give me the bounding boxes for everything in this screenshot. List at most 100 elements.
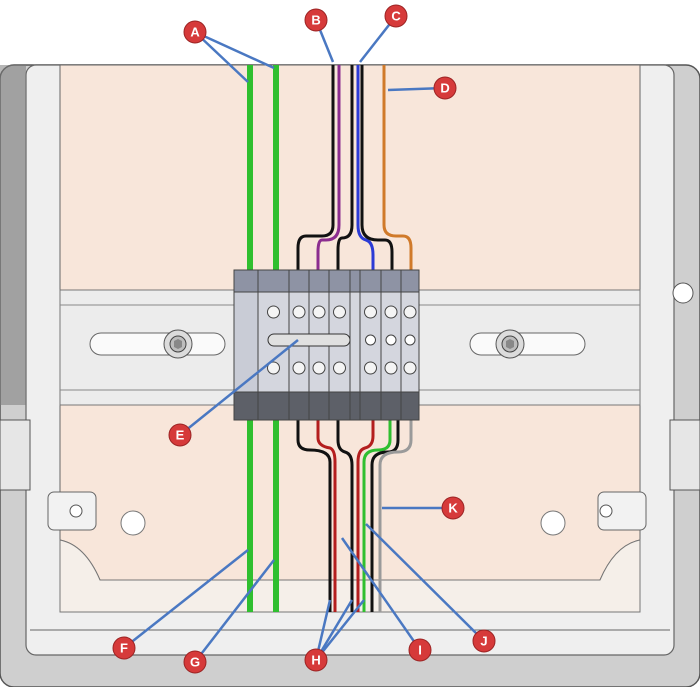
terminal-bridge-hole [365,334,376,346]
right-side-notch [672,282,694,304]
callout-icon [433,76,457,100]
callout-c: C [384,4,408,28]
callout-label: F [120,641,128,656]
din-rail-slot-left [89,332,226,356]
screw-icon [495,329,525,359]
callout-icon [112,636,136,660]
terminal-screw-icon [384,361,398,375]
wire-black [336,420,354,612]
callout-d: D [433,76,457,100]
leader-line-h2 [314,599,354,661]
left-hinge [0,419,31,491]
terminal-screw-icon [312,361,326,375]
leader-line-i [340,537,422,651]
leader-line-a2 [194,30,275,70]
terminal-module-bottom [328,391,351,421]
callout-icon [183,650,207,674]
callout-label: J [480,634,487,649]
callout-b: B [304,8,328,32]
callout-icon [441,496,465,520]
wire-black [296,420,332,612]
mount-hole [540,510,566,536]
terminal-module-bottom [308,391,330,421]
din-rail-slot-right [469,332,586,356]
wire-orange [382,65,413,270]
terminal-bridge-hole [385,334,397,346]
terminal-module-top [257,269,290,293]
terminal-module-bottom [380,391,402,421]
callout-e: E [168,423,192,447]
wire-black [336,65,354,270]
terminal-screw-icon [312,305,326,319]
leader-line-g [194,559,275,663]
backplate-lower-lip [59,539,641,613]
wire-black [360,65,394,270]
terminal-screw-icon [384,305,398,319]
mounting-features [47,491,647,536]
leader-line-h3 [315,599,365,661]
terminal-bridge-bar [267,333,351,347]
callout-i: I [408,638,432,662]
wire-green [362,420,392,612]
callout-k: K [441,496,465,520]
terminal-bridge-hole [404,334,416,346]
left-side-rim [0,65,26,405]
leader-line-j [365,523,485,642]
screw-icon [163,329,193,359]
terminal-end-plate-top [233,269,259,293]
callout-label: I [418,643,422,658]
wire-red [316,420,337,612]
right-hinge [669,419,700,491]
callout-label: E [176,428,185,443]
terminal-module-top [380,269,402,293]
callout-g: G [183,650,207,674]
terminal-module-bottom [359,391,382,421]
callout-label: K [448,501,458,516]
callout-h: H [304,648,328,672]
wire-blue [356,65,375,270]
callout-icon [168,423,192,447]
callout-label: A [190,25,200,40]
terminal-module-top [288,269,310,293]
callout-f: F [112,636,136,660]
callout-j: J [472,629,496,653]
wire-grey [378,420,413,612]
terminal-screw-icon [267,305,280,319]
wire-red [356,420,375,612]
mount-tab-icon [597,491,647,531]
terminal-module-bottom [400,391,420,421]
callout-icon [304,8,328,32]
callout-label: H [311,653,320,668]
callout-a: A [183,20,207,44]
callout-label: C [391,9,401,24]
terminal-screw-icon [333,361,346,375]
mount-hole [120,510,146,536]
terminal-screw-icon [292,361,306,375]
leader-line-a1 [194,31,249,83]
terminal-module-bottom [288,391,310,421]
terminal-screw-icon [403,305,417,319]
terminal-screw-icon [403,361,417,375]
lower-wires [296,420,413,612]
terminal-module-top [400,269,420,293]
callout-label: G [190,655,200,670]
callout-icon [408,638,432,662]
terminal-screw-icon [364,305,377,319]
terminal-module-top [359,269,382,293]
callout-icon [183,20,207,44]
terminal-screw-icon [292,305,306,319]
terminal-module-bottom [349,391,361,421]
mount-tab-icon [47,491,97,531]
wire-black [296,65,335,270]
callout-icon [304,648,328,672]
leader-line-e [179,339,299,436]
terminal-module-top [349,269,361,293]
callout-label: B [311,13,320,28]
terminal-module-bottom [257,391,290,421]
terminal-module-top [328,269,351,293]
terminal-block [233,269,420,421]
terminal-module-top [308,269,330,293]
leader-line-f [123,549,249,649]
terminal-screw-icon [267,361,280,375]
